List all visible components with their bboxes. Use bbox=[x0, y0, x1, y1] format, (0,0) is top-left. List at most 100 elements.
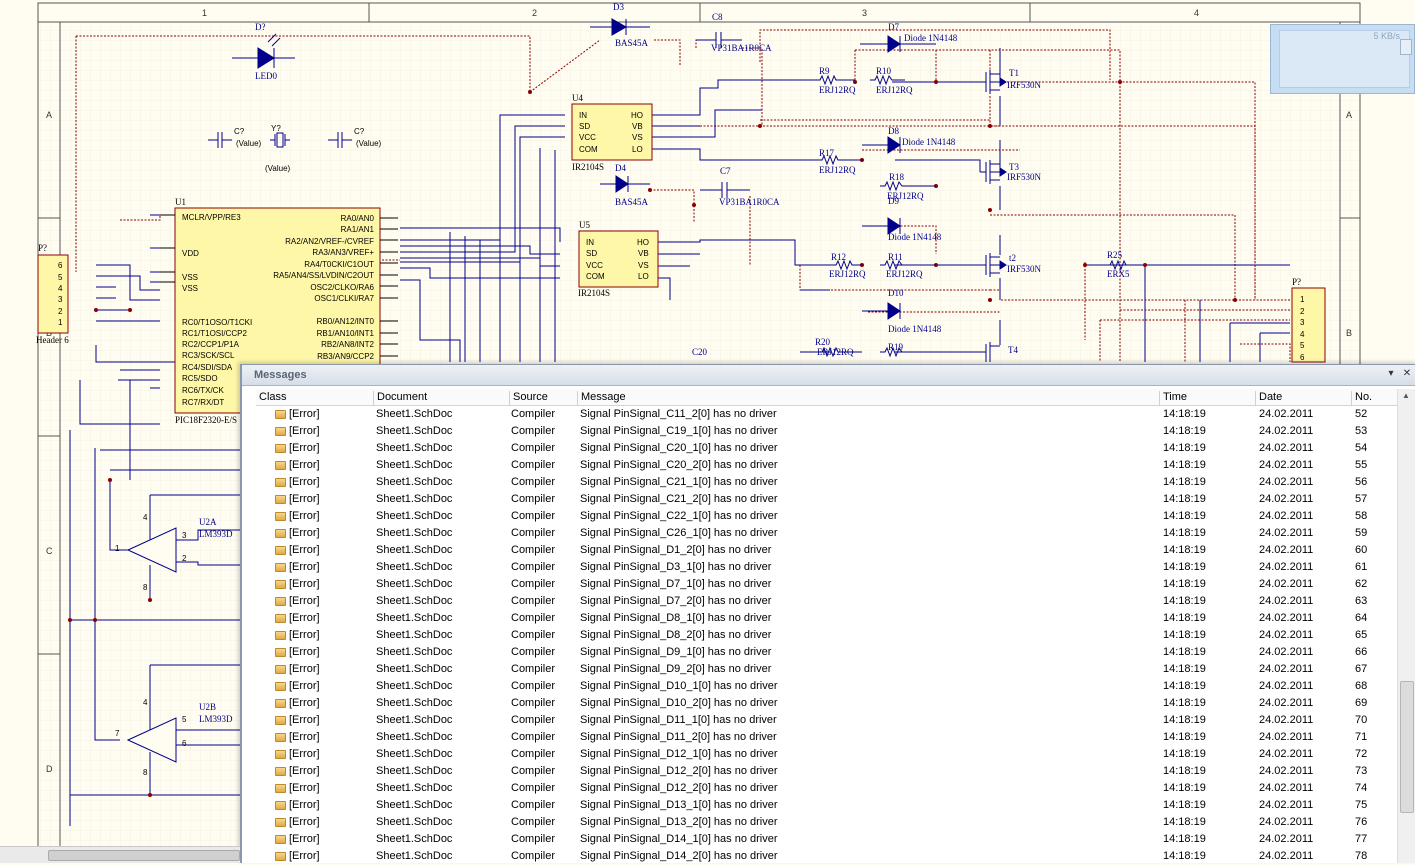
messages-vertical-scrollbar[interactable]: ▲ bbox=[1397, 389, 1415, 863]
t4-symbol[interactable] bbox=[980, 342, 1000, 362]
row-number: 73 bbox=[1355, 765, 1368, 777]
t2-symbol[interactable] bbox=[980, 253, 1007, 277]
dropdown-icon[interactable]: ▾ bbox=[1388, 368, 1394, 379]
close-icon[interactable]: ✕ bbox=[1402, 368, 1412, 379]
sheet-horizontal-scrollbar[interactable] bbox=[0, 846, 240, 863]
widget-grip-icon[interactable] bbox=[1400, 39, 1412, 55]
u4-ic[interactable]: U4 IR2104S IN SD VCC COM HO VB VS LO bbox=[571, 93, 653, 172]
row-source: Compiler bbox=[511, 510, 556, 522]
zone-right-a: A bbox=[1346, 110, 1352, 120]
scroll-thumb[interactable] bbox=[1400, 681, 1414, 813]
d4-symbol[interactable] bbox=[600, 175, 650, 193]
header-right[interactable]: P? 1 2 3 4 5 6 bbox=[1291, 277, 1326, 363]
header-left[interactable]: P? Header 6 6 5 4 3 2 1 bbox=[36, 243, 69, 345]
messages-panel[interactable]: Messages ▾ ✕ Class Document Source Messa… bbox=[240, 364, 1415, 863]
d10-symbol[interactable] bbox=[880, 302, 901, 320]
zone-top-4: 4 bbox=[1194, 8, 1199, 18]
t3-symbol[interactable] bbox=[980, 160, 1007, 184]
d8-value: Diode 1N4148 bbox=[902, 137, 956, 147]
r17-value: ERJ12RQ bbox=[819, 165, 856, 175]
row-document: Sheet1.SchDoc bbox=[376, 527, 453, 539]
u1-right-pin-label: OSC1/CLKI/RA7 bbox=[314, 294, 374, 303]
col-number[interactable]: No. bbox=[1355, 391, 1373, 403]
u5-ic[interactable]: U5 IR2104S IN SD VCC COM HO VB VS LO bbox=[578, 220, 659, 298]
t2-value: IRF530N bbox=[1007, 264, 1042, 274]
col-message[interactable]: Message bbox=[578, 391, 1160, 405]
d7-symbol[interactable]: D7 Diode 1N4148 bbox=[880, 22, 958, 53]
row-number: 65 bbox=[1355, 629, 1368, 641]
row-message: Signal PinSignal_D13_2[0] has no driver bbox=[580, 816, 778, 828]
u2b-comparator[interactable]: U2B LM393D 75 64 8 bbox=[115, 698, 233, 777]
col-date[interactable]: Date bbox=[1256, 391, 1352, 405]
d9-symbol[interactable] bbox=[880, 217, 901, 235]
r20-r19-symbols[interactable] bbox=[815, 346, 936, 358]
r17-r18-symbols[interactable] bbox=[815, 154, 936, 192]
d8-symbol[interactable] bbox=[880, 136, 901, 154]
c7-symbol[interactable] bbox=[700, 182, 750, 198]
r9-r10-symbols[interactable] bbox=[815, 74, 905, 86]
r25-value: ERX5 bbox=[1107, 269, 1130, 279]
row-class: [Error] bbox=[289, 697, 320, 709]
row-time: 14:18:19 bbox=[1163, 595, 1206, 607]
header-left-pin-1: 1 bbox=[58, 318, 63, 327]
row-document: Sheet1.SchDoc bbox=[376, 510, 453, 522]
row-class: [Error] bbox=[289, 680, 320, 692]
row-number: 74 bbox=[1355, 782, 1368, 794]
u2a-comparator[interactable]: U2A LM393D 13 24 8 bbox=[115, 513, 233, 592]
row-document: Sheet1.SchDoc bbox=[376, 442, 453, 454]
u1-right-pin-label: RB1/AN10/INT1 bbox=[317, 329, 375, 338]
u5-pin-vs: VS bbox=[638, 261, 649, 270]
network-speed-widget[interactable]: 5 KB/s bbox=[1270, 24, 1415, 94]
row-date: 24.02.2011 bbox=[1259, 527, 1314, 539]
row-source: Compiler bbox=[511, 629, 556, 641]
r12-r11-symbols[interactable] bbox=[830, 259, 936, 271]
header-right-pin-1: 1 bbox=[1300, 295, 1305, 304]
h-scroll-thumb[interactable] bbox=[48, 850, 240, 861]
led0-symbol[interactable]: D? LED0 bbox=[232, 22, 295, 81]
scroll-up-icon[interactable]: ▲ bbox=[1402, 391, 1410, 400]
col-time[interactable]: Time bbox=[1160, 391, 1256, 405]
row-time: 14:18:19 bbox=[1163, 408, 1206, 420]
d3-symbol[interactable]: D3 BAS45A bbox=[590, 2, 650, 48]
c8-symbol[interactable]: C8 VP31BA1R0CA bbox=[696, 12, 772, 53]
row-date: 24.02.2011 bbox=[1259, 833, 1314, 845]
u2a-designator: U2A bbox=[199, 517, 217, 527]
error-folder-icon bbox=[275, 427, 286, 436]
t1-symbol[interactable] bbox=[980, 70, 1007, 94]
col-document[interactable]: Document bbox=[374, 391, 510, 405]
col-class[interactable]: Class bbox=[256, 391, 374, 405]
cap-c-b[interactable]: C? (Value) bbox=[328, 127, 382, 148]
col-source[interactable]: Source bbox=[510, 391, 578, 405]
messages-titlebar[interactable]: Messages ▾ ✕ bbox=[242, 365, 1415, 386]
cap-c-a[interactable]: C? (Value) bbox=[208, 127, 262, 148]
crystal[interactable]: Y? (Value) bbox=[265, 124, 291, 173]
r25-symbol[interactable] bbox=[1105, 259, 1135, 271]
